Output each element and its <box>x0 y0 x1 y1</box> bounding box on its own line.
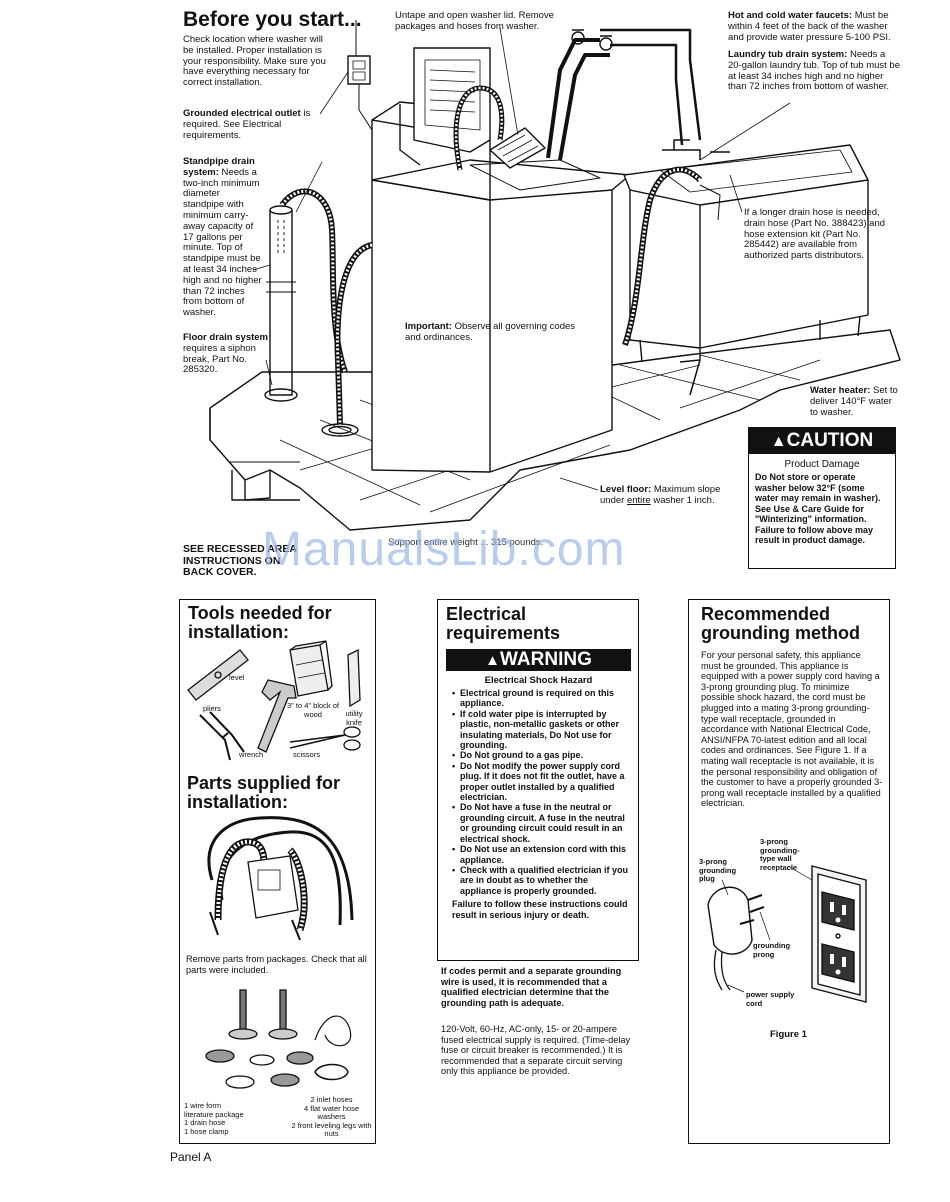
watermark: ManualsLib.com <box>262 523 626 576</box>
caution-line: Failure to follow above may result in pr… <box>755 524 874 546</box>
caution-box: ▲CAUTION Product Damage Do Not store or … <box>748 427 896 569</box>
warning-bullet: Do Not use an extension cord with this a… <box>452 844 630 865</box>
warning-bullet: Do Not ground to a gas pipe. <box>452 750 630 761</box>
water-faucets-note: Hot and cold water faucets: Must be with… <box>728 10 891 43</box>
level-label: level <box>229 673 245 682</box>
water-heater-note: Water heater: Set to deliver 140°F water… <box>810 385 898 418</box>
scissors-label: scissors <box>293 750 321 759</box>
untape-lid-note: Untape and open washer lid. Remove packa… <box>395 10 554 32</box>
grounding-prong-label: grounding prong <box>753 941 791 959</box>
warning-bullets: Electrical ground is required on this ap… <box>452 688 630 920</box>
panel-label: Panel A <box>170 1150 212 1164</box>
voltage-requirements-text: 120-Volt, 60-Hz, AC-only, 15- or 20-ampe… <box>441 1024 631 1077</box>
pliers-label: pliers <box>203 704 221 713</box>
caution-line: Do Not store or operate washer below 32°… <box>755 472 881 503</box>
remove-parts-text: Remove parts from packages. Check that a… <box>186 954 367 975</box>
washer-installation-illustration <box>209 20 901 531</box>
warning-bullet: Do Not modify the power supply cord plug… <box>452 761 630 803</box>
warning-banner: ▲WARNING <box>446 649 631 671</box>
wrench-label: wrench <box>239 750 264 759</box>
grounded-outlet-note: Grounded electrical outlet is required. … <box>183 108 311 141</box>
floor-drain-note: Floor drain system requires a siphon bre… <box>183 332 268 376</box>
standpipe-drain-note: Standpipe drain system: Needs a two-inch… <box>183 156 262 319</box>
warning-failure-text: Failure to follow these instructions cou… <box>452 899 628 920</box>
warning-bullet: If cold water pipe is interrupted by pla… <box>452 709 630 751</box>
caution-banner: ▲CAUTION <box>749 428 895 454</box>
utility-knife-label: utility knife <box>345 709 363 727</box>
wood-block-label: 3" to 4" block of wood <box>286 701 340 719</box>
level-floor-note: Level floor: Maximum slope under entire … <box>600 484 721 506</box>
support-weight-note: Support entire weight ... 315 pounds. <box>388 537 544 548</box>
receptacle-label: 3-prong grounding-type wall receptacle <box>760 837 800 872</box>
caution-heading: Product Damage <box>784 459 860 470</box>
warning-bullet: Check with a qualified electrician if yo… <box>452 865 630 896</box>
grounding-wire-note: If codes permit and a separate grounding… <box>441 966 622 1008</box>
caution-line: See Use & Care Guide for "Winterizing" i… <box>755 503 867 525</box>
warning-bullet: Electrical ground is required on this ap… <box>452 688 630 709</box>
grounding-text: For your personal safety, this appliance… <box>701 650 883 809</box>
power-cord-label: power supply cord <box>746 990 795 1008</box>
tools-panel <box>179 599 376 1144</box>
electrical-hazard-heading: Electrical Shock Hazard <box>484 675 593 686</box>
before-you-start-title: Before you start... <box>183 8 362 31</box>
plug-label: 3-prong grounding plug <box>699 857 737 883</box>
longer-drain-hose-note: If a longer drain hose is needed, drain … <box>744 207 886 262</box>
warning-triangle-icon: ▲ <box>770 433 787 450</box>
figure-1-caption: Figure 1 <box>770 1029 807 1040</box>
laundry-tub-drain-note: Laundry tub drain system: Needs a 20-gal… <box>728 49 900 93</box>
warning-triangle-icon: ▲ <box>485 652 501 669</box>
important-codes-note: Important: Observe all governing codes a… <box>405 321 576 343</box>
check-location-text: Check location where washer will be inst… <box>183 34 326 89</box>
recessed-area-note: SEE RECESSED AREA INSTRUCTIONS ON BACK C… <box>183 543 297 578</box>
warning-bullet: Do Not have a fuse in the neutral or gro… <box>452 802 630 844</box>
